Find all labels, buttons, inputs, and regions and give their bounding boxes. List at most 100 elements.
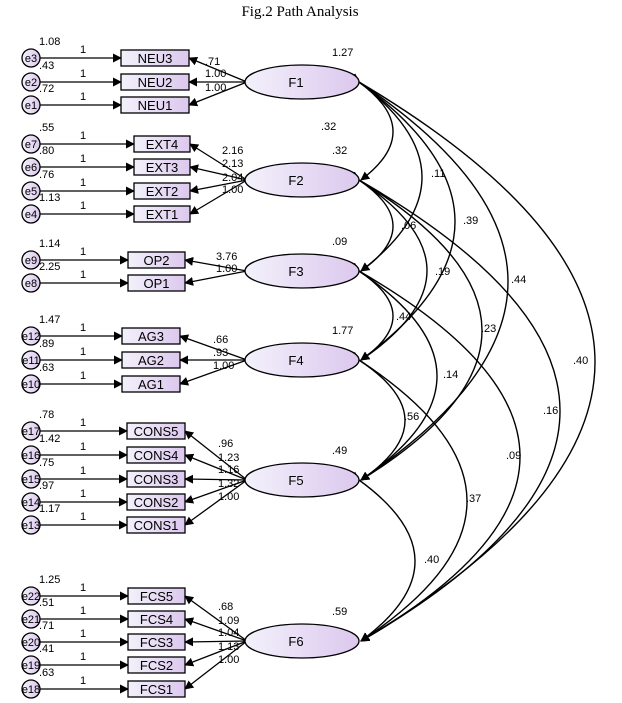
indicator-label-fcs3: FCS3 <box>140 635 173 650</box>
covariance-label-f4-f5: .56 <box>404 411 419 423</box>
loading-label-cons1: 1.00 <box>218 491 239 503</box>
variance-label-e1: .72 <box>39 83 54 95</box>
error-node-e13 <box>21 515 41 535</box>
error-label-e20: e20 <box>22 637 40 649</box>
indicator-label-op2: OP2 <box>143 253 169 268</box>
error-label-e4: e4 <box>25 209 37 221</box>
factor-variance-f6: .59 <box>332 606 347 618</box>
covariance-label-f2-f3: .06 <box>401 220 416 232</box>
indicator-box-cons5 <box>126 422 186 440</box>
error-node-e6 <box>21 157 41 177</box>
factor-node-f5 <box>244 462 360 498</box>
covariance-path-f2-f5 <box>349 171 483 481</box>
figure-title: Fig.2 Path Analysis <box>241 4 359 20</box>
loading-label-neu2: 1.00 <box>205 68 226 80</box>
loading-label-cons2: 1.32 <box>218 478 239 490</box>
covariance-path-f2-f4 <box>349 171 428 361</box>
fixed-weight-label-e12: 1 <box>80 322 86 334</box>
loading-path-op1 <box>184 270 248 286</box>
indicator-label-neu2: NEU2 <box>138 75 173 90</box>
error-label-e17: e17 <box>22 426 40 438</box>
covariance-path-f1-f5 <box>349 73 509 481</box>
error-node-e11 <box>21 350 41 370</box>
factor-node-f3 <box>244 253 360 289</box>
fixed-weight-label-e3: 1 <box>80 44 86 56</box>
indicator-label-ext3: EXT3 <box>146 160 179 175</box>
fixed-weight-label-e20: 1 <box>80 628 86 640</box>
variance-label-e15: .75 <box>39 457 54 469</box>
fixed-weight-label-e16: 1 <box>80 441 86 453</box>
variance-label-e9: 1.14 <box>39 238 60 250</box>
loading-path-ext1 <box>189 179 248 215</box>
indicator-label-ag3: AG3 <box>138 329 164 344</box>
factor-variance-f4: 1.77 <box>332 325 353 337</box>
factor-variance-f3: .09 <box>332 236 347 248</box>
loading-label-ag3: .66 <box>213 334 228 346</box>
fixed-weight-label-e1: 1 <box>80 91 86 103</box>
loading-label-fcs4: 1.09 <box>218 615 239 627</box>
indicator-label-fcs5: FCS5 <box>140 589 173 604</box>
covariance-label-f3-f6: .09 <box>506 450 521 462</box>
error-node-e10 <box>21 374 41 394</box>
error-label-e1: e1 <box>25 100 37 112</box>
error-label-e12: e12 <box>22 331 40 343</box>
covariance-label-f3-f4: .44 <box>396 311 411 323</box>
error-label-e10: e10 <box>22 379 40 391</box>
indicator-label-cons2: CONS2 <box>134 495 179 510</box>
error-label-e15: e15 <box>22 474 40 486</box>
loading-label-fcs1: 1.00 <box>218 654 239 666</box>
fixed-weight-label-e13: 1 <box>80 511 86 523</box>
covariance-path-f2-f3 <box>349 171 394 272</box>
variance-label-e10: .63 <box>39 362 54 374</box>
indicator-box-ag3 <box>121 327 181 345</box>
indicator-box-ag1 <box>121 375 181 393</box>
covariance-label-f5-f6: .40 <box>424 554 439 566</box>
indicator-label-fcs2: FCS2 <box>140 658 173 673</box>
loading-path-ag3 <box>179 334 248 361</box>
variance-label-e8: 2.25 <box>39 261 60 273</box>
loading-path-ext2 <box>189 179 248 194</box>
covariance-label-f2-f5: .23 <box>481 323 496 335</box>
covariance-path-f1-f3 <box>349 73 423 272</box>
error-node-e1 <box>21 95 41 115</box>
fixed-weight-label-e18: 1 <box>80 675 86 687</box>
covariance-path-f3-f5 <box>349 262 438 481</box>
fixed-weight-label-e7: 1 <box>80 130 86 142</box>
error-node-e19 <box>21 655 41 675</box>
indicator-box-cons3 <box>126 470 186 488</box>
covariance-label-f1-f2: .32 <box>321 121 336 133</box>
loading-label-op2: 3.76 <box>216 251 237 263</box>
covariance-path-f2-f6 <box>349 172 561 642</box>
fixed-weight-label-e10: 1 <box>80 370 86 382</box>
indicator-label-ext4: EXT4 <box>146 137 179 152</box>
error-label-e21: e21 <box>22 614 40 626</box>
loading-label-cons4: 1.23 <box>218 452 239 464</box>
loading-label-cons3: 1.16 <box>218 464 239 476</box>
error-node-e15 <box>21 469 41 489</box>
variance-label-e20: .71 <box>39 620 54 632</box>
loading-path-op2 <box>184 256 248 272</box>
error-label-e13: e13 <box>22 520 40 532</box>
fixed-weight-label-e14: 1 <box>80 488 86 500</box>
fixed-weight-label-e9: 1 <box>80 246 86 258</box>
fixed-weight-label-e17: 1 <box>80 417 86 429</box>
error-label-e9: e9 <box>25 255 37 267</box>
loading-path-neu1 <box>188 81 248 107</box>
variance-label-e2: .43 <box>39 60 54 72</box>
fixed-weight-label-e22: 1 <box>80 582 86 594</box>
loading-label-fcs2: 1.13 <box>218 641 239 653</box>
variance-label-e11: .89 <box>39 338 54 350</box>
loading-path-fcs2 <box>184 640 248 667</box>
variance-label-e6: .80 <box>39 145 54 157</box>
error-label-e16: e16 <box>22 450 40 462</box>
error-node-e16 <box>21 445 41 465</box>
indicator-box-cons4 <box>126 446 186 464</box>
loading-path-fcs1 <box>184 640 248 690</box>
fixed-weight-label-e8: 1 <box>80 269 86 281</box>
indicator-label-neu3: NEU3 <box>138 51 173 66</box>
variance-label-e17: .78 <box>39 409 54 421</box>
covariance-label-f1-f5: .44 <box>511 274 526 286</box>
loading-path-cons3 <box>184 474 248 484</box>
error-node-e8 <box>21 273 41 293</box>
loading-path-cons4 <box>184 453 248 481</box>
